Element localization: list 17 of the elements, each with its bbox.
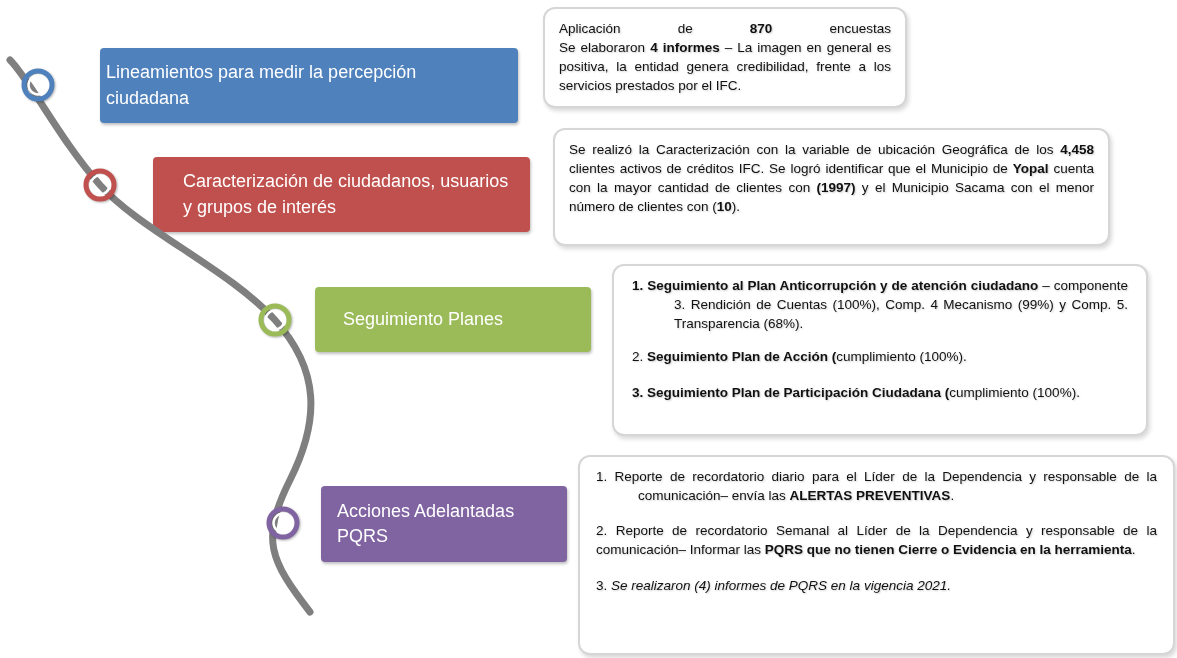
paragraph: Se elaboraron 4 informes – La imagen en general es positiva, la entidad genera credibilidad, frente a los servicios prestados por el IFC. <box>559 39 891 96</box>
paragraph: 3. Seguimiento Plan de Participación Ciudadana (cumplimiento (100%). <box>632 383 1081 402</box>
paragraph: 1. Seguimiento al Plan Anticorrupción y de atención ciudadano – componente 3. Rendición de Cuentas (100%), Comp. 4 Mecanismo (99%) y Comp. 5. Transparencia (68%). <box>632 277 1128 334</box>
paragraph: 2. Seguimiento Plan de Acción (cumplimiento (100%). <box>632 348 968 367</box>
text-card <box>553 128 1110 246</box>
label-tab: Acciones Adelantadas PQRS <box>321 486 567 562</box>
paragraph: Aplicación de 870 encuestas <box>559 20 891 38</box>
label-tab: Seguimiento Planes <box>315 287 591 352</box>
text-card <box>543 7 907 108</box>
paragraph: 2. Reporte de recordatorio Semanal al Líder de la Dependencia y responsable de la comunicación– Informar las PQRS que no tienen Cierre o Evidencia en la herramienta. <box>596 522 1157 560</box>
text-card <box>612 264 1148 436</box>
label-tab: Lineamientos para medir la percepción ciudadana <box>100 48 518 123</box>
paragraph: 3. Se realizaron (4) informes de PQRS en la vigencia 2021. <box>596 576 952 595</box>
label-tab: Caracterización de ciudadanos, usuarios y grupos de interés <box>153 157 530 232</box>
text-card <box>578 455 1175 655</box>
paragraph: Se realizó la Caracterización con la variable de ubicación Geográfica de los 4,458 clientes activos de créditos IFC. Se logró identificar que el Municipio de Yopal cuenta con la mayor cantidad de clientes con (1997) y el Municipio Sacama con el menor número de clientes con (10). <box>569 141 1094 217</box>
paragraph: 1. Reporte de recordatorio diario para el Líder de la Dependencia y responsable de la comunicación– envía las ALERTAS PREVENTIVAS. <box>596 468 1157 506</box>
